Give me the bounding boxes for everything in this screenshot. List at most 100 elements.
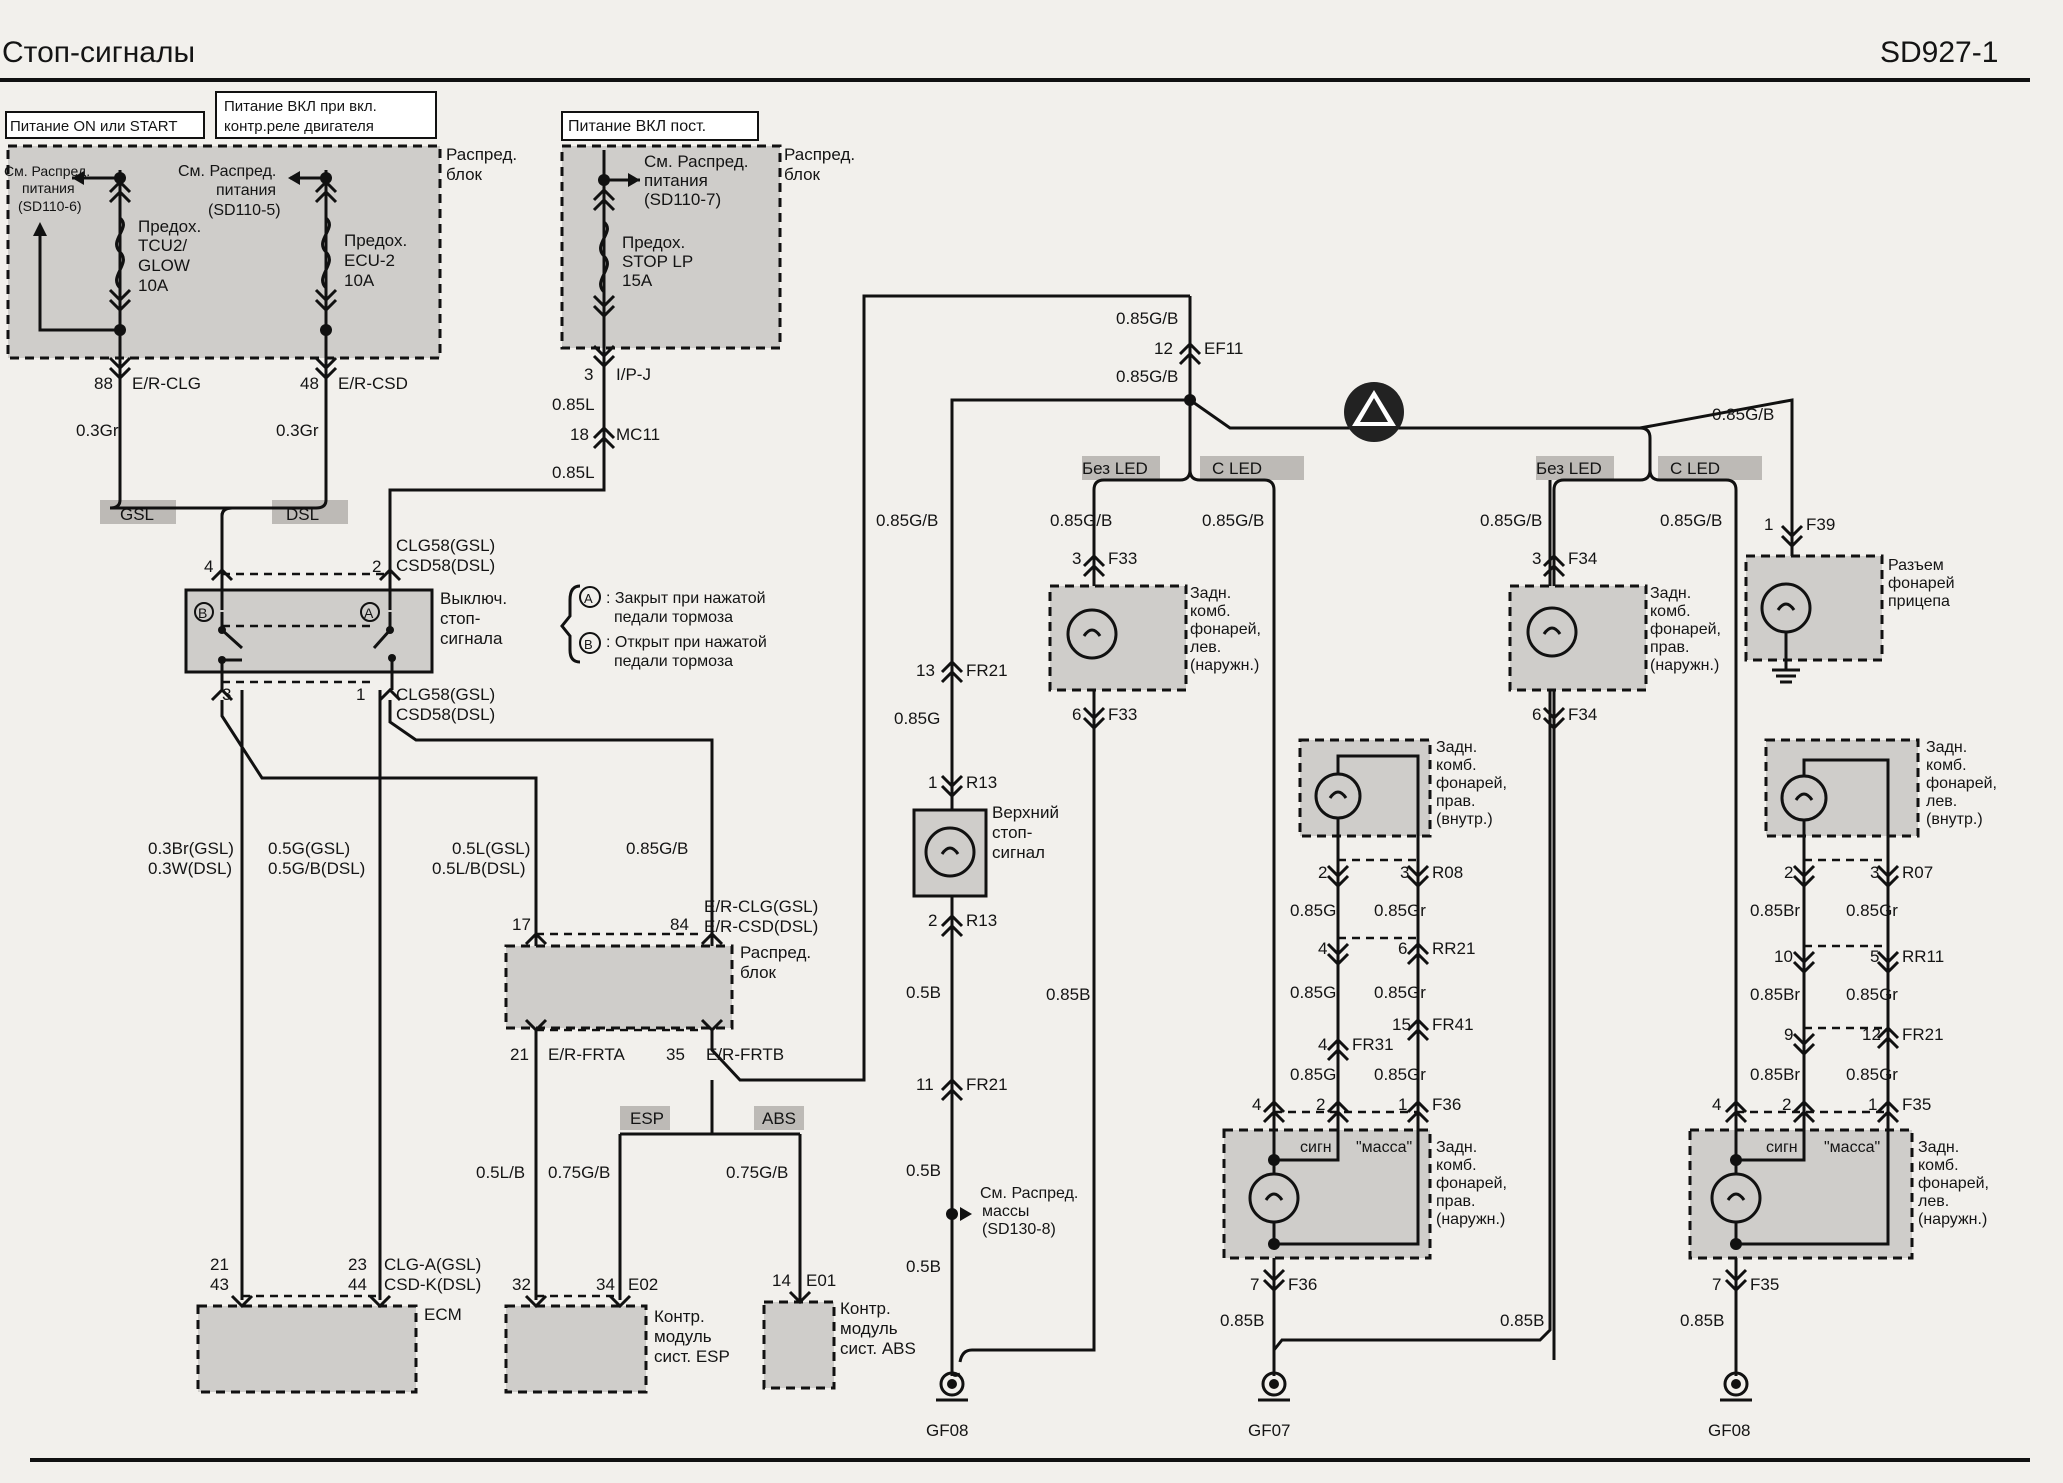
wire-085l-a: 0.85L bbox=[552, 395, 595, 414]
ecm-label: ECM bbox=[424, 1305, 462, 1324]
switch-pin-4: 4 bbox=[204, 557, 213, 576]
ecm-module bbox=[196, 1304, 418, 1394]
right-group-wire-c: 0.85Br bbox=[1750, 985, 1800, 1004]
ecm-pin-21: 21 bbox=[210, 1255, 229, 1274]
page-title: Стоп-сигналы bbox=[2, 36, 195, 69]
dist-block-3 bbox=[504, 944, 734, 1030]
ground-ref-1: См. Распред. bbox=[980, 1185, 1078, 1202]
hmsl-lamp-icon bbox=[924, 826, 976, 878]
right-group-conn-r07: R07 bbox=[1902, 863, 1933, 882]
wire-05b-2: 0.5B bbox=[906, 1161, 941, 1180]
dist-block-2-label-2: блок bbox=[784, 165, 821, 184]
right-with-led-label: С LED bbox=[1670, 459, 1720, 478]
svg-text:фонарей,: фонарей, bbox=[1918, 1175, 1989, 1192]
esp-conn-e02: E02 bbox=[628, 1275, 658, 1294]
left-group-wire-g: 0.85B bbox=[1220, 1311, 1264, 1330]
right-group-p1c: 1 bbox=[1868, 1095, 1877, 1114]
abs-pin-14: 14 bbox=[772, 1271, 791, 1290]
right-outer-lamp-box bbox=[1508, 584, 1648, 692]
conn-ef11: EF11 bbox=[1204, 339, 1243, 358]
switch-pin-1: 1 bbox=[356, 685, 365, 704]
dist-block-1 bbox=[6, 144, 442, 360]
svg-text:прицепа: прицепа bbox=[1888, 593, 1950, 610]
svg-text:ECU-2: ECU-2 bbox=[344, 251, 395, 270]
wire-085g: 0.85G bbox=[894, 709, 940, 728]
right-wire-085gb-1: 0.85G/B bbox=[1480, 511, 1542, 530]
svg-text:фонарей,: фонарей, bbox=[1650, 621, 1721, 638]
fuse-ecu2: Предох. ECU-2 10A bbox=[344, 231, 407, 290]
left-group-outer-lamp-box bbox=[1222, 1128, 1432, 1260]
left-conn-f33b: F33 bbox=[1108, 705, 1137, 724]
hmsl-label-1: Верхний bbox=[992, 803, 1059, 822]
svg-text:STOP LP: STOP LP bbox=[622, 252, 693, 271]
esp-module-label-1: Контр. bbox=[654, 1307, 705, 1326]
pin-12: 12 bbox=[1154, 339, 1173, 358]
supply-on-start-label: Питание ON или START bbox=[10, 118, 178, 135]
wire-085gb-hmsl: 0.85G/B bbox=[876, 511, 938, 530]
svg-text:питания: питания bbox=[644, 171, 708, 190]
right-group-outer-lamp-label: Задн. комб. фонарей, лев. (наружн.) bbox=[1918, 1139, 1989, 1228]
svg-text:(наружн.): (наружн.) bbox=[1918, 1211, 1987, 1228]
legend-a-1: : Закрыт при нажатой bbox=[606, 590, 766, 607]
supply-relay-label-1: Питание ВКЛ при вкл. bbox=[224, 98, 377, 115]
ground-gf08-right-icon bbox=[1723, 1371, 1749, 1397]
svg-text:комб.: комб. bbox=[1436, 1157, 1477, 1174]
esp-module-label-2: модуль bbox=[654, 1327, 712, 1346]
wire-085gb-mid: 0.85G/B bbox=[626, 839, 688, 858]
svg-text:питания: питания bbox=[216, 182, 276, 199]
ground-gf08-label: GF08 bbox=[926, 1421, 969, 1440]
svg-text:15A: 15A bbox=[622, 271, 653, 290]
left-group-inner-lamp-box bbox=[1298, 738, 1432, 838]
conn-er-clg: E/R-CLG bbox=[132, 374, 201, 393]
right-group-wire-a: 0.85Br bbox=[1750, 901, 1800, 920]
svg-text:Задн.: Задн. bbox=[1926, 739, 1967, 756]
conn-r13b: R13 bbox=[966, 911, 997, 930]
left-group-mass-label: "масса" bbox=[1356, 1139, 1412, 1156]
trailer-connector-label: Разъем фонарей прицепа bbox=[1888, 557, 1955, 610]
fuse-tcu2-glow: Предох. TCU2/ GLOW 10A bbox=[138, 217, 201, 295]
svg-text:Задн.: Задн. bbox=[1650, 585, 1691, 602]
switch-label-1: Выключ. bbox=[440, 589, 507, 608]
conn-er-frta: E/R-FRTA bbox=[548, 1045, 625, 1064]
svg-text:комб.: комб. bbox=[1926, 757, 1967, 774]
legend-marker-a: A bbox=[584, 591, 593, 606]
legend-a-2: педали тормоза bbox=[614, 609, 733, 626]
ref-sd110-6: См. Распред. питания (SD110-6) bbox=[4, 163, 90, 214]
wire-05g-gsl: 0.5G(GSL) bbox=[268, 839, 350, 858]
left-wire-085gb-2: 0.85G/B bbox=[1202, 511, 1264, 530]
conn-84-1: E/R-CLG(GSL) bbox=[704, 897, 818, 916]
conn-fr21b: FR21 bbox=[966, 1075, 1008, 1094]
ground-gf07-label: GF07 bbox=[1248, 1421, 1291, 1440]
conn-r13: R13 bbox=[966, 773, 997, 792]
svg-text:GLOW: GLOW bbox=[138, 256, 190, 275]
right-pin-6-f34: 6 bbox=[1532, 705, 1541, 724]
svg-text:(наружн.): (наружн.) bbox=[1436, 1211, 1505, 1228]
svg-text:10A: 10A bbox=[344, 271, 375, 290]
wire-05lb-dsl: 0.5L/B(DSL) bbox=[432, 859, 526, 878]
left-group-wire-h: 0.85B bbox=[1500, 1311, 1544, 1330]
svg-text:фонарей,: фонарей, bbox=[1436, 775, 1507, 792]
right-wire-085gb-2: 0.85G/B bbox=[1660, 511, 1722, 530]
right-group-wire-e: 0.85Br bbox=[1750, 1065, 1800, 1084]
page-code: SD927-1 bbox=[1880, 36, 1998, 69]
wire-03w-dsl: 0.3W(DSL) bbox=[148, 859, 232, 878]
supply-relay-label-box bbox=[215, 91, 437, 139]
dsl-label: DSL bbox=[286, 505, 319, 524]
wire-085gb-top2: 0.85G/B bbox=[1116, 367, 1178, 386]
svg-text:фонарей,: фонарей, bbox=[1926, 775, 1997, 792]
svg-text:Задн.: Задн. bbox=[1436, 739, 1477, 756]
left-group-p3: 3 bbox=[1400, 863, 1409, 882]
wire-075gb-esp: 0.75G/B bbox=[548, 1163, 610, 1182]
pin-21: 21 bbox=[510, 1045, 529, 1064]
right-outer-lamp-label: Задн. комб. фонарей, прав. (наружн.) bbox=[1650, 585, 1721, 674]
abs-label: ABS bbox=[762, 1109, 796, 1128]
svg-text:(SD110-7): (SD110-7) bbox=[644, 190, 721, 209]
left-wire-085b: 0.85B bbox=[1046, 985, 1090, 1004]
right-group-p2: 2 bbox=[1784, 863, 1793, 882]
wire-085gb-top: 0.85G/B bbox=[1116, 309, 1178, 328]
supply-const-label-box bbox=[561, 111, 759, 141]
left-group-conn-r08: R08 bbox=[1432, 863, 1463, 882]
svg-text:10A: 10A bbox=[138, 276, 169, 295]
abs-module-label-1: Контр. bbox=[840, 1299, 891, 1318]
